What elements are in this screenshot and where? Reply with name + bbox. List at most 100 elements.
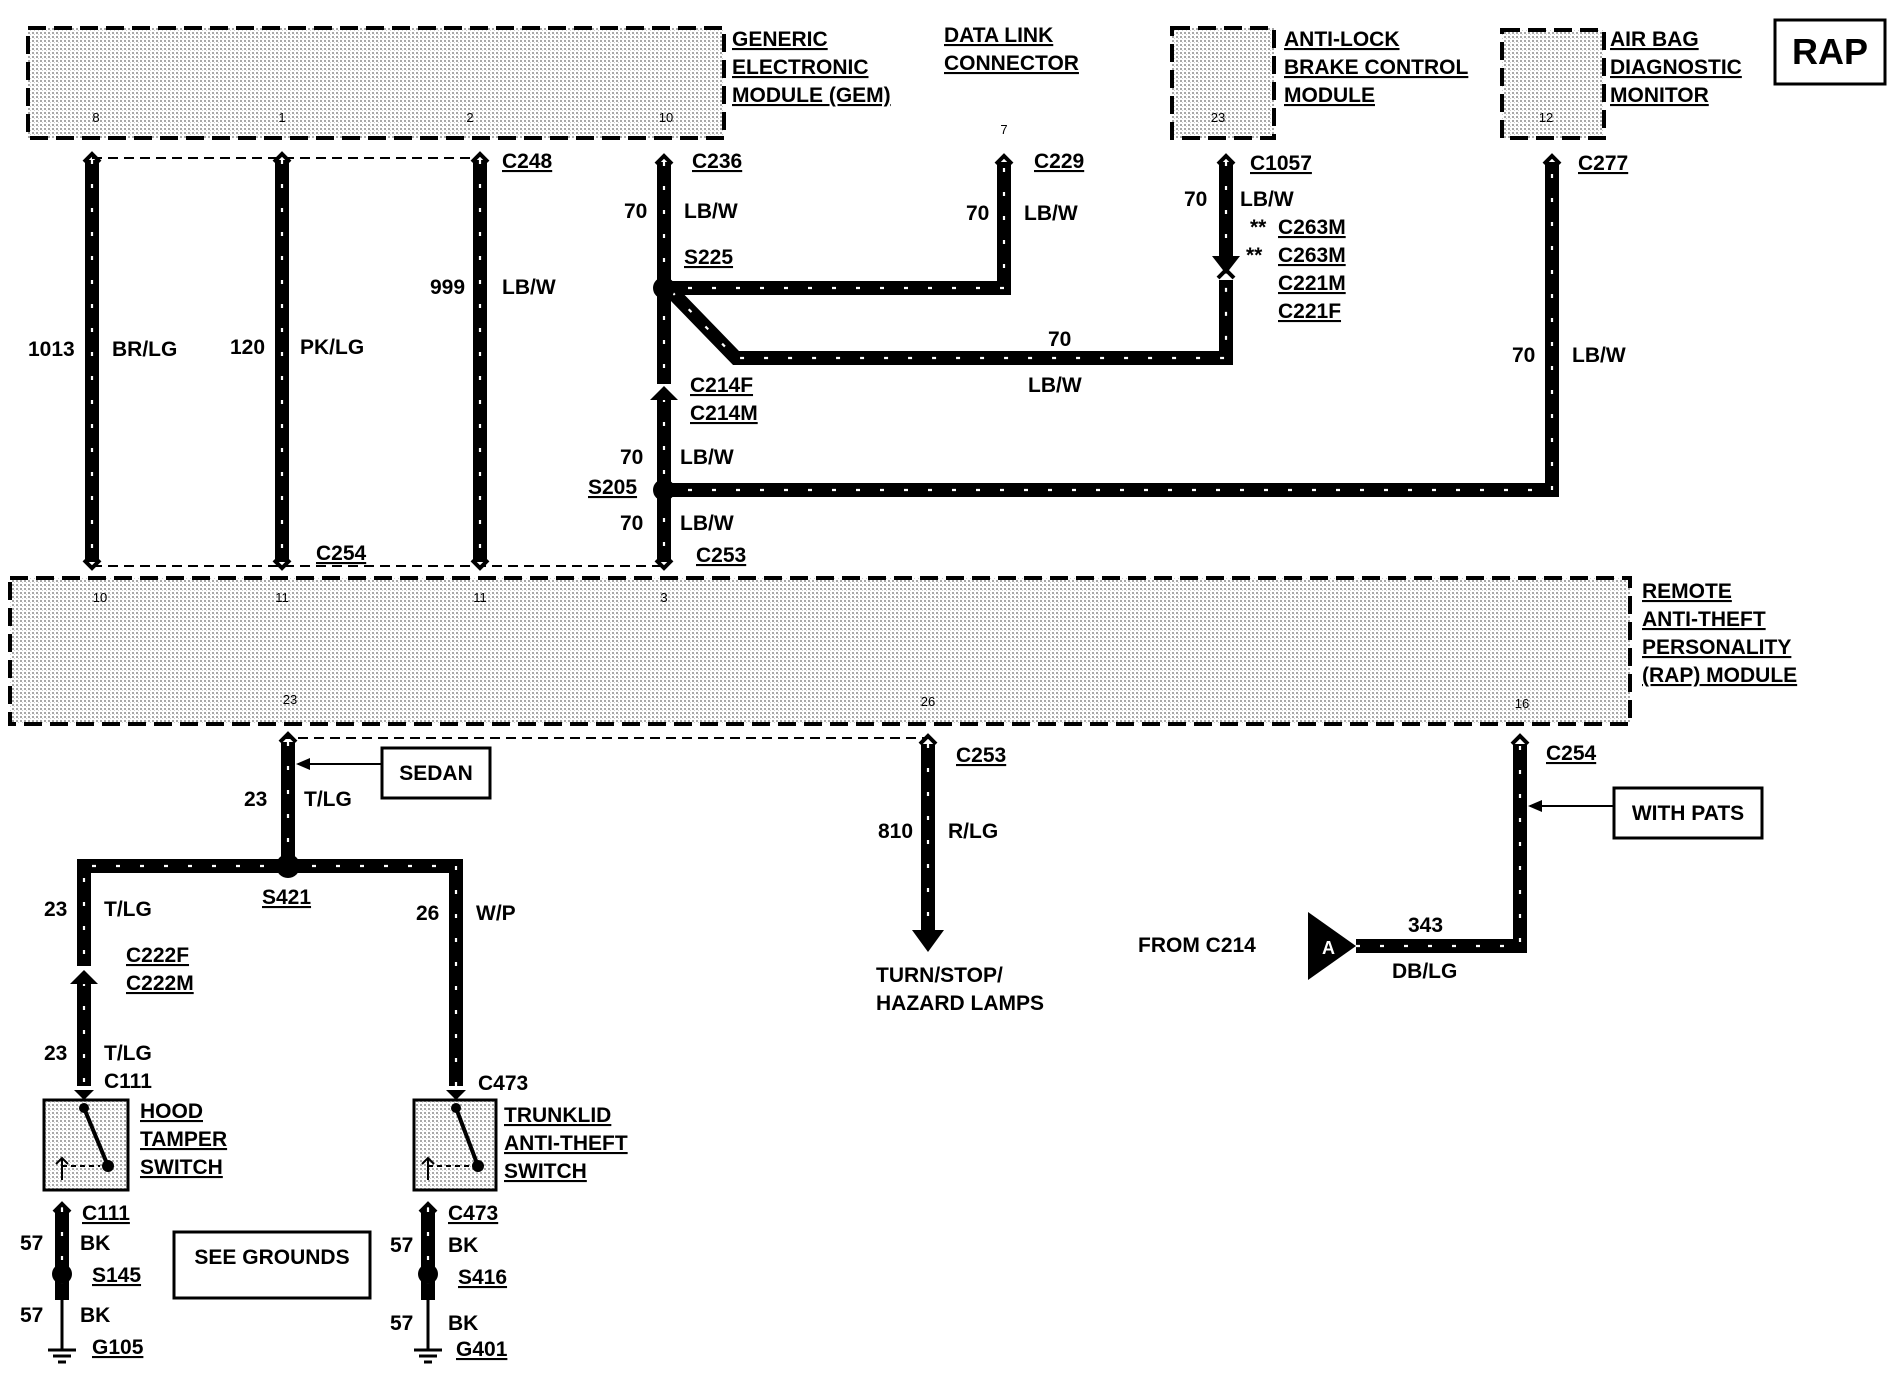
splice-s421: S421 xyxy=(262,886,311,909)
svg-text:SEDAN: SEDAN xyxy=(399,762,473,785)
rap-pin-11a: 11 xyxy=(275,590,289,605)
connector-c263m-a: C263M xyxy=(1278,216,1346,239)
connector-c221f: C221F xyxy=(1278,300,1341,323)
wire-343-color: DB/LG xyxy=(1392,960,1457,983)
wire-70-rap-color: LB/W xyxy=(680,512,734,535)
connector-c111-top: C111 xyxy=(104,1070,152,1093)
wire-70-c236-color: LB/W xyxy=(684,200,738,223)
gem-pin-8: 8 xyxy=(92,110,99,125)
wire-57-trunk-b-color: BK xyxy=(448,1312,478,1335)
svg-text:TAMPER: TAMPER xyxy=(140,1128,227,1151)
ground-g105-symbol xyxy=(48,1300,76,1364)
svg-text:SEE GROUNDS: SEE GROUNDS xyxy=(194,1246,349,1269)
dlc-pin-7: 7 xyxy=(1000,122,1007,137)
rap-pin-11b: 11 xyxy=(473,590,487,605)
rap-pin-10: 10 xyxy=(93,590,107,605)
wire-57-trunk-b-circuit: 57 xyxy=(390,1312,413,1335)
splice-s205: S205 xyxy=(588,476,637,499)
gem-pin-2: 2 xyxy=(466,110,473,125)
rap-module-label: REMOTE ANTI-THEFT PERSONALITY (RAP) MODU… xyxy=(1642,580,1797,687)
from-c214-label: FROM C214 xyxy=(1138,934,1256,957)
arrowheads xyxy=(70,256,1240,1100)
connector-c277: C277 xyxy=(1578,152,1628,175)
connector-c221m: C221M xyxy=(1278,272,1346,295)
svg-text:PERSONALITY: PERSONALITY xyxy=(1642,636,1791,659)
wire-999-circuit: 999 xyxy=(430,276,465,299)
hood-switch-label: HOOD TAMPER SWITCH xyxy=(140,1100,227,1179)
wire-57-hood-a-circuit: 57 xyxy=(20,1232,43,1255)
svg-text:MODULE (GEM): MODULE (GEM) xyxy=(732,84,891,107)
connector-c253-top: C253 xyxy=(696,544,746,567)
connector-c222f: C222F xyxy=(126,944,189,967)
splice-s145: S145 xyxy=(92,1264,141,1287)
wire-57-hood-a-color: BK xyxy=(80,1232,110,1255)
gem-pin-1: 1 xyxy=(278,110,285,125)
rap-pin-3: 3 xyxy=(660,590,667,605)
splice-s145-dot xyxy=(52,1264,72,1284)
wire-70-rap-circuit: 70 xyxy=(620,512,643,535)
svg-text:SWITCH: SWITCH xyxy=(504,1160,587,1183)
wire-999-color: LB/W xyxy=(502,276,556,299)
wire-70-abs-circuit: 70 xyxy=(1048,328,1071,351)
wire-23-c111-color: T/LG xyxy=(104,1042,152,1065)
svg-text:MONITOR: MONITOR xyxy=(1610,84,1709,107)
wire-810-circuit: 810 xyxy=(878,820,913,843)
wire-26-color: W/P xyxy=(476,902,516,925)
airbag-monitor xyxy=(1500,28,1606,140)
gem-pin-10: 10 xyxy=(659,110,673,125)
wire-26-trunk xyxy=(288,859,463,1086)
rap-pin-23: 23 xyxy=(283,692,297,707)
wire-57-hood-b-color: BK xyxy=(80,1304,110,1327)
wire-70-c214-circuit: 70 xyxy=(620,446,643,469)
splice-s416-dot xyxy=(418,1264,438,1284)
wire-120-circuit: 120 xyxy=(230,336,265,359)
svg-text:WITH PATS: WITH PATS xyxy=(1632,802,1744,825)
trunklid-anti-theft-switch xyxy=(412,1098,498,1192)
connector-c473-bottom: C473 xyxy=(448,1202,498,1225)
wire-343 xyxy=(1356,744,1527,953)
wire-70-c214-color: LB/W xyxy=(680,446,734,469)
connector-c214m: C214M xyxy=(690,402,758,425)
connector-c253-bottom: C253 xyxy=(956,744,1006,767)
rap-module xyxy=(8,576,1632,726)
svg-text:MODULE: MODULE xyxy=(1284,84,1375,107)
connector-c473-top: C473 xyxy=(478,1072,528,1095)
wire-1013-color: BR/LG xyxy=(112,338,177,361)
trunk-switch-label: TRUNKLID ANTI-THEFT SWITCH xyxy=(504,1104,628,1183)
splice-s225-dot xyxy=(653,277,675,299)
connector-c254-bottom: C254 xyxy=(1546,742,1597,765)
svg-text:SWITCH: SWITCH xyxy=(140,1156,223,1179)
splice-s416: S416 xyxy=(458,1266,507,1289)
gem-module-label: GENERIC ELECTRONIC MODULE (GEM) xyxy=(732,28,891,107)
wire-70-airbag-circuit: 70 xyxy=(1512,344,1535,367)
wire-26-circuit: 26 xyxy=(416,902,439,925)
svg-text:DIAGNOSTIC: DIAGNOSTIC xyxy=(1610,56,1742,79)
wire-23-rap-circuit: 23 xyxy=(244,788,267,811)
wire-57-trunk-a-circuit: 57 xyxy=(390,1234,413,1257)
turn-lamps-label: TURN/STOP/ HAZARD LAMPS xyxy=(876,964,1044,1015)
connector-c111-bottom: C111 xyxy=(82,1202,130,1225)
wire-70-airbag xyxy=(664,162,1559,497)
hood-tamper-switch xyxy=(42,1098,130,1192)
abs-pin-23: 23 xyxy=(1211,110,1225,125)
wire-23-hood-circuit: 23 xyxy=(44,898,67,921)
data-link-connector-label: DATA LINK CONNECTOR xyxy=(944,24,1079,75)
svg-text:A: A xyxy=(1322,938,1335,958)
svg-text:TURN/STOP/: TURN/STOP/ xyxy=(876,964,1003,987)
svg-text:HAZARD LAMPS: HAZARD LAMPS xyxy=(876,992,1044,1015)
wire-23-c111-circuit: 23 xyxy=(44,1042,67,1065)
wire-57-trunk-a-color: BK xyxy=(448,1234,478,1257)
splice-s225: S225 xyxy=(684,246,733,269)
wires xyxy=(55,160,1559,1300)
ground-g105: G105 xyxy=(92,1336,144,1359)
rap-pin-16: 16 xyxy=(1515,696,1529,711)
wire-70-c1057-circuit: 70 xyxy=(1184,188,1207,211)
rap-badge: RAP xyxy=(1773,18,1887,86)
ground-g401: G401 xyxy=(456,1338,508,1361)
wire-70-c236-circuit: 70 xyxy=(624,200,647,223)
connector-c248: C248 xyxy=(502,150,553,173)
svg-text:ELECTRONIC: ELECTRONIC xyxy=(732,56,869,79)
airbag-monitor-label: AIR BAG DIAGNOSTIC MONITOR xyxy=(1610,28,1742,107)
wire-343-circuit: 343 xyxy=(1408,914,1443,937)
